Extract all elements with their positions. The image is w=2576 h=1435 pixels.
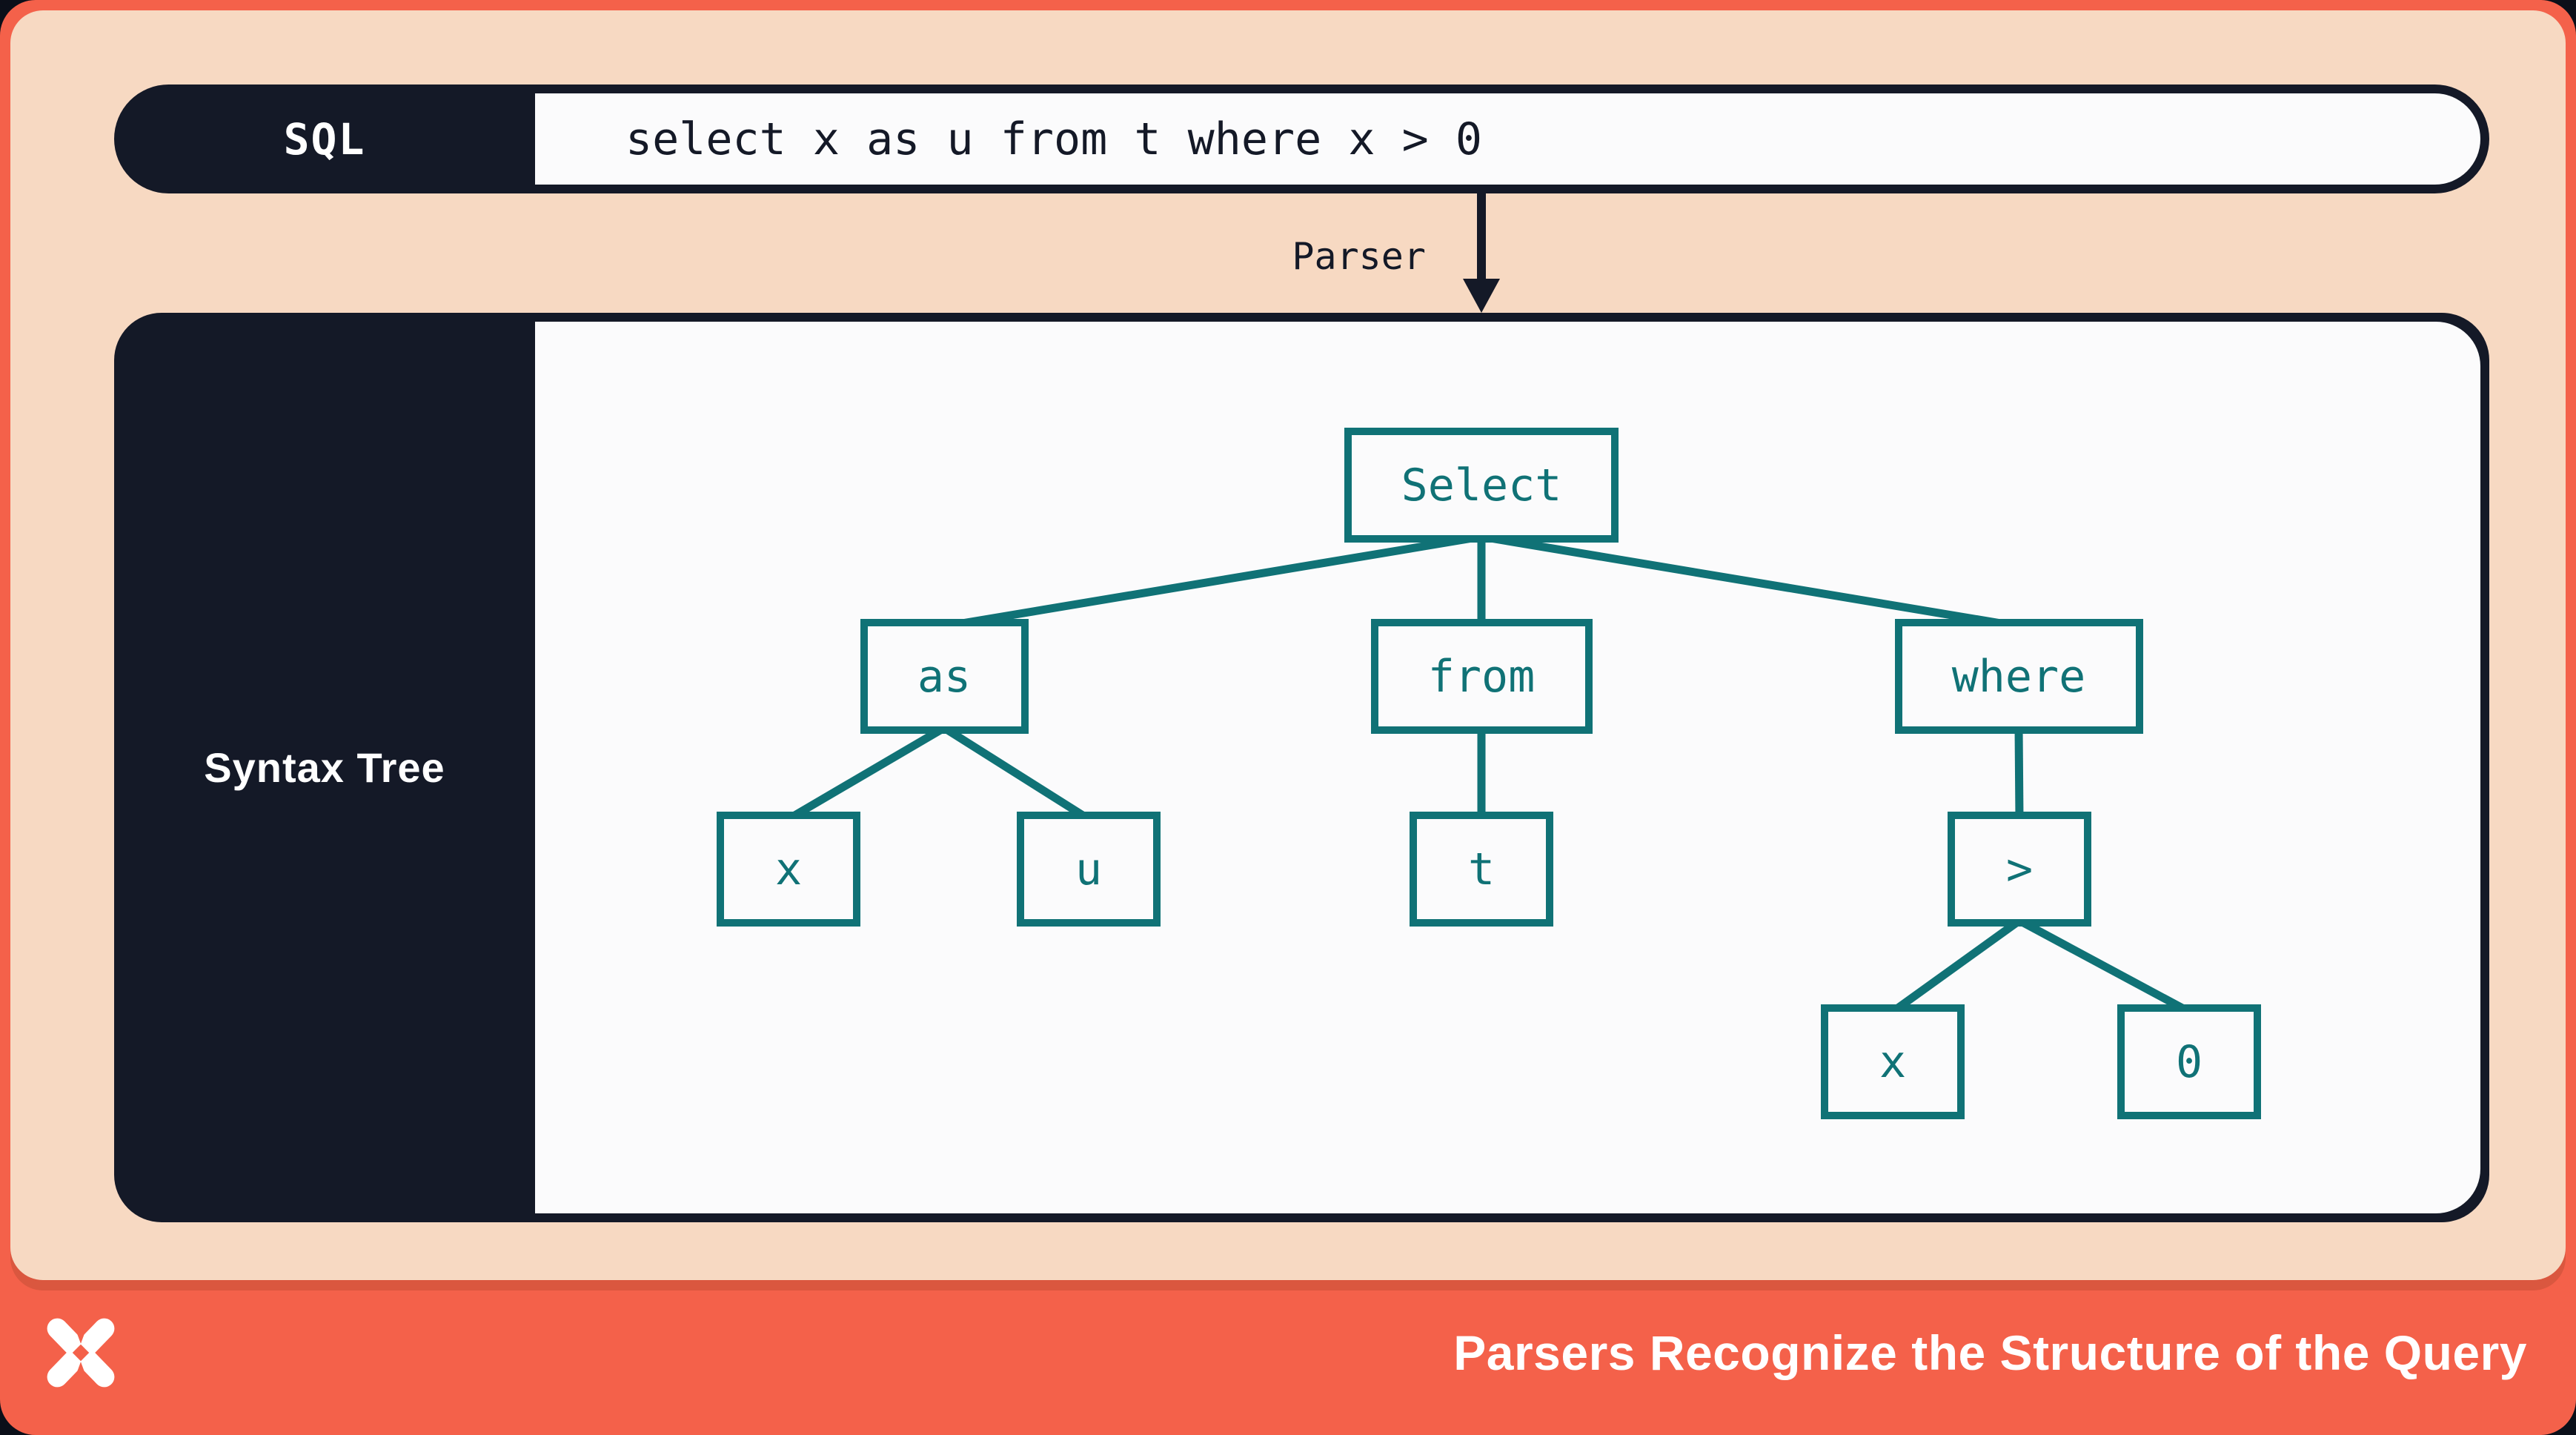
- tree-edges: [786, 532, 2191, 1015]
- tree-node-x2: x: [1821, 1004, 1965, 1119]
- footer-bar: Parsers Recognize the Structure of the Q…: [0, 1280, 2576, 1435]
- tree-edge-gt-zero: [2017, 917, 2191, 1015]
- parser-label: Parser: [1292, 235, 1426, 278]
- sql-bar: SQL select x as u from t where x > 0: [114, 84, 2489, 193]
- content-canvas: SQL select x as u from t where x > 0 Par…: [10, 10, 2566, 1280]
- tree-node-from: from: [1370, 619, 1593, 734]
- tree-node-where: where: [1894, 619, 2143, 734]
- sql-query-box: select x as u from t where x > 0: [535, 93, 2480, 185]
- tree-edge-select-as: [943, 532, 1482, 631]
- syntax-tree-diagram: Select as from where x u t > x 0: [535, 322, 2480, 1213]
- syntax-tree-label: Syntax Tree: [204, 744, 445, 791]
- x-pinwheel-logo-icon: [47, 1316, 115, 1390]
- tree-node-select: Select: [1344, 428, 1619, 543]
- tree-node-t: t: [1410, 812, 1553, 927]
- tree-node-as: as: [860, 619, 1029, 734]
- syntax-tree-panel: Syntax Tree Select as from where x u t > x 0: [114, 313, 2489, 1222]
- tree-edge-select-where: [1481, 532, 2019, 631]
- tree-node-gt: >: [1948, 812, 2091, 927]
- down-arrow-icon: [1463, 193, 1500, 313]
- tree-node-u: u: [1017, 812, 1161, 927]
- tree-edge-gt-x2: [1890, 917, 2022, 1015]
- slide-title: Parsers Recognize the Structure of the Q…: [1453, 1325, 2527, 1380]
- tree-node-zero: 0: [2117, 1004, 2261, 1119]
- sql-bar-label: SQL: [283, 113, 366, 165]
- tree-edge-as-x1: [786, 724, 946, 823]
- tree-node-x1: x: [717, 812, 860, 927]
- sql-query-text: select x as u from t where x > 0: [625, 113, 1482, 165]
- tree-edge-as-u: [942, 724, 1091, 823]
